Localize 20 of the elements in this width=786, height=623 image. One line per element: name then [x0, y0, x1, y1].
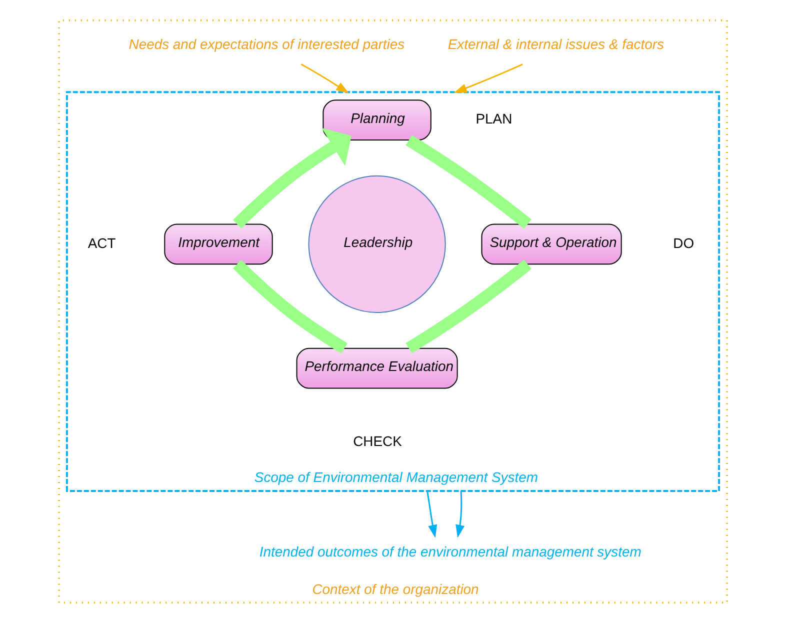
node-box: Performance Evaluation [296, 348, 458, 389]
label: DO [673, 234, 694, 251]
node-box: Planning [322, 100, 432, 140]
arrow [232, 128, 352, 228]
node-text: Needs and expectations of interested parties [128, 36, 405, 52]
node-text: Intended outcomes of the environmental management system [259, 543, 642, 560]
arrow [426, 490, 438, 538]
connector [406, 135, 532, 229]
connector [406, 260, 532, 354]
label: PLAN [476, 110, 512, 127]
node-box: Improvement [164, 224, 273, 265]
node-circle: Leadership [308, 175, 446, 313]
arrow [300, 64, 350, 94]
arrow [454, 64, 523, 93]
label: ACT [88, 234, 116, 251]
node-text: External & internal issues & factors [448, 36, 664, 52]
connector [232, 260, 348, 354]
arrow [456, 490, 465, 538]
node-box: Support & Operation [481, 224, 622, 265]
label: CHECK [353, 432, 402, 449]
